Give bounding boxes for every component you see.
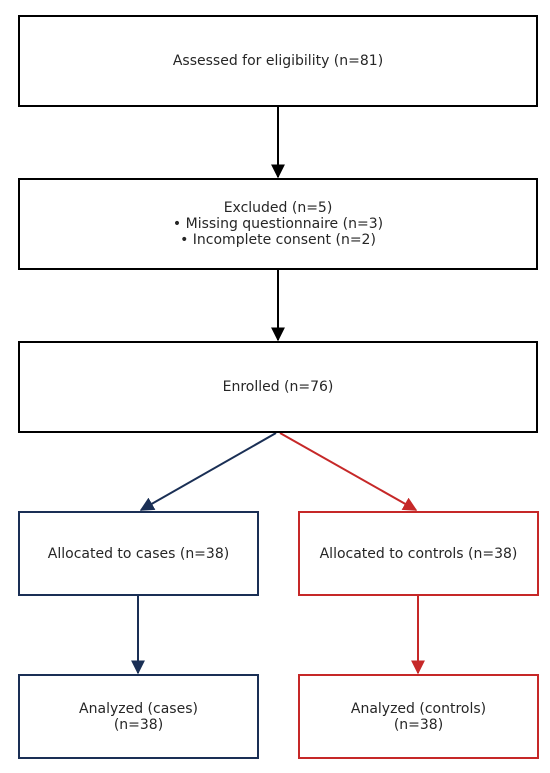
allocated-controls-box: Allocated to controls (n=38) [298,511,539,596]
excluded-reason-missing-questionnaire: • Missing questionnaire (n=3) [172,216,384,232]
analyzed-controls-label: Analyzed (controls) [350,700,487,717]
excluded-reason-incomplete-consent: • Incomplete consent (n=2) [180,232,376,248]
excluded-box: Excluded (n=5) • Missing questionnaire (… [18,178,538,270]
allocated-cases-box: Allocated to cases (n=38) [18,511,259,596]
analyzed-cases-label: Analyzed (cases) [79,700,198,717]
assessed-box: Assessed for eligibility (n=81) [18,15,538,107]
analyzed-cases-count: (n=38) [113,716,164,733]
arrow-enrolled-to-allocated-cases [139,432,277,511]
analyzed-controls-box: Analyzed (controls) (n=38) [298,674,539,759]
allocated-controls-label: Allocated to controls (n=38) [319,545,518,562]
enrolled-box: Enrolled (n=76) [18,341,538,433]
arrow-enrolled-to-allocated-controls [279,432,418,511]
analyzed-controls-count: (n=38) [393,716,444,733]
allocated-cases-label: Allocated to cases (n=38) [47,545,230,562]
enrolled-label: Enrolled (n=76) [222,379,334,395]
excluded-label: Excluded (n=5) [223,200,333,216]
assessed-label: Assessed for eligibility (n=81) [172,53,384,69]
analyzed-cases-box: Analyzed (cases) (n=38) [18,674,259,759]
